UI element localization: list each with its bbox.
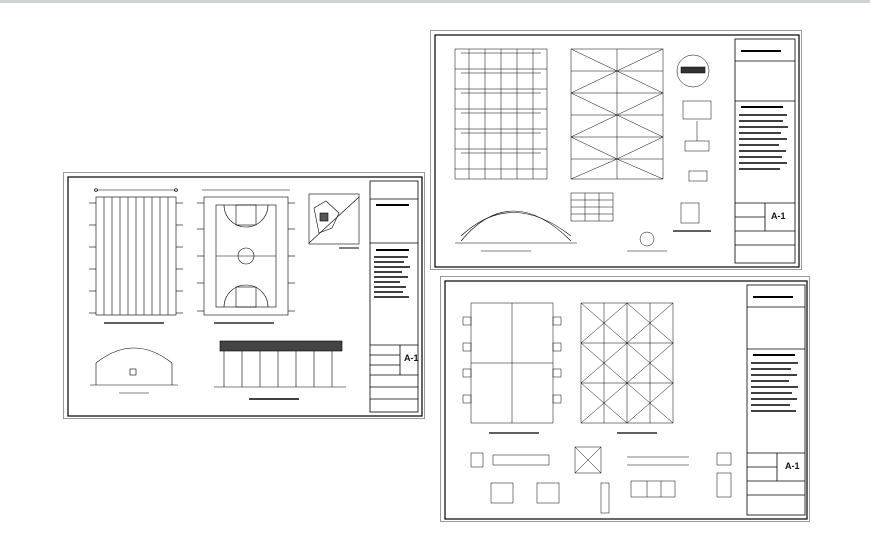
connection-details [676,54,712,182]
arch-truss-section [455,210,577,252]
sheet-number-label: A-1 [404,353,419,363]
roof-bracing-plan [580,302,674,434]
bracing-plan [570,48,664,180]
foundation-plan [462,302,562,434]
title-block-bottom-right [746,284,806,516]
schedule-table [570,192,711,252]
sheet-number-label: A-1 [785,461,800,471]
front-elevation [90,347,178,394]
drawing-sheet-top-right[interactable]: A-1 [430,30,802,270]
sheet-number-label: A-1 [771,211,786,221]
drawing-sheet-bottom-right[interactable]: A-1 [440,276,810,522]
sheet-top-right-drawing [434,34,800,268]
location-map [308,193,360,249]
structural-roof-grid [454,48,548,180]
roof-plan [89,188,183,324]
court-plan [197,189,295,324]
drawing-sheet-left[interactable]: A-1 [63,172,425,419]
sheet-left-drawing [67,176,423,417]
sheet-bottom-right-drawing [444,280,808,520]
title-block-left [369,180,419,413]
title-block-top-right [734,38,796,264]
viewer-top-border [0,0,870,3]
footing-details [470,446,732,514]
long-section [214,340,346,400]
